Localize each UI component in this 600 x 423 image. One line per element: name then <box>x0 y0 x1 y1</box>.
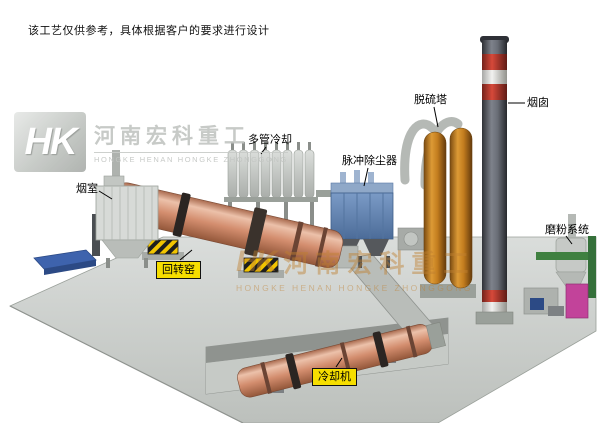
brand-divider <box>94 152 288 153</box>
desulfurization-towers <box>420 127 476 298</box>
label-cooling-machine: 冷却机 <box>312 368 357 387</box>
label-smoke-chamber: 烟室 <box>76 183 98 195</box>
brand-logo: HK 河南宏科重工 HONGKE HENAN HONGKE ZHONGGONG <box>14 112 288 172</box>
label-grinding-system: 磨粉系统 <box>545 224 589 236</box>
brand-logo-emblem: HK <box>14 112 86 172</box>
label-multi-tube-cooler: 多管冷却 <box>248 134 292 146</box>
kiln-piers <box>142 239 284 278</box>
grinding-system <box>523 214 596 319</box>
label-rotary-kiln: 回转窑 <box>156 261 201 280</box>
ground-platform <box>9 236 597 423</box>
multi-tube-cooler <box>224 142 318 236</box>
brand-company-name-en: HONGKE HENAN HONGKE ZHONGGONG <box>94 155 288 164</box>
label-chimney: 烟囱 <box>527 97 549 109</box>
blue-pad <box>33 249 97 275</box>
disclaimer-note: 该工艺仅供参考，具体根据客户的要求进行设计 <box>28 25 270 37</box>
label-pulse-dust-collector: 脉冲除尘器 <box>342 155 397 167</box>
chimney <box>475 36 514 325</box>
brand-company-name-cn: 河南宏科重工 <box>94 125 250 148</box>
cooling-machine <box>237 321 446 398</box>
label-desulfurization-tower: 脱硫塔 <box>414 94 447 106</box>
label-leader-lines <box>98 102 573 368</box>
brand-logo-hk-text: HK <box>24 120 78 163</box>
